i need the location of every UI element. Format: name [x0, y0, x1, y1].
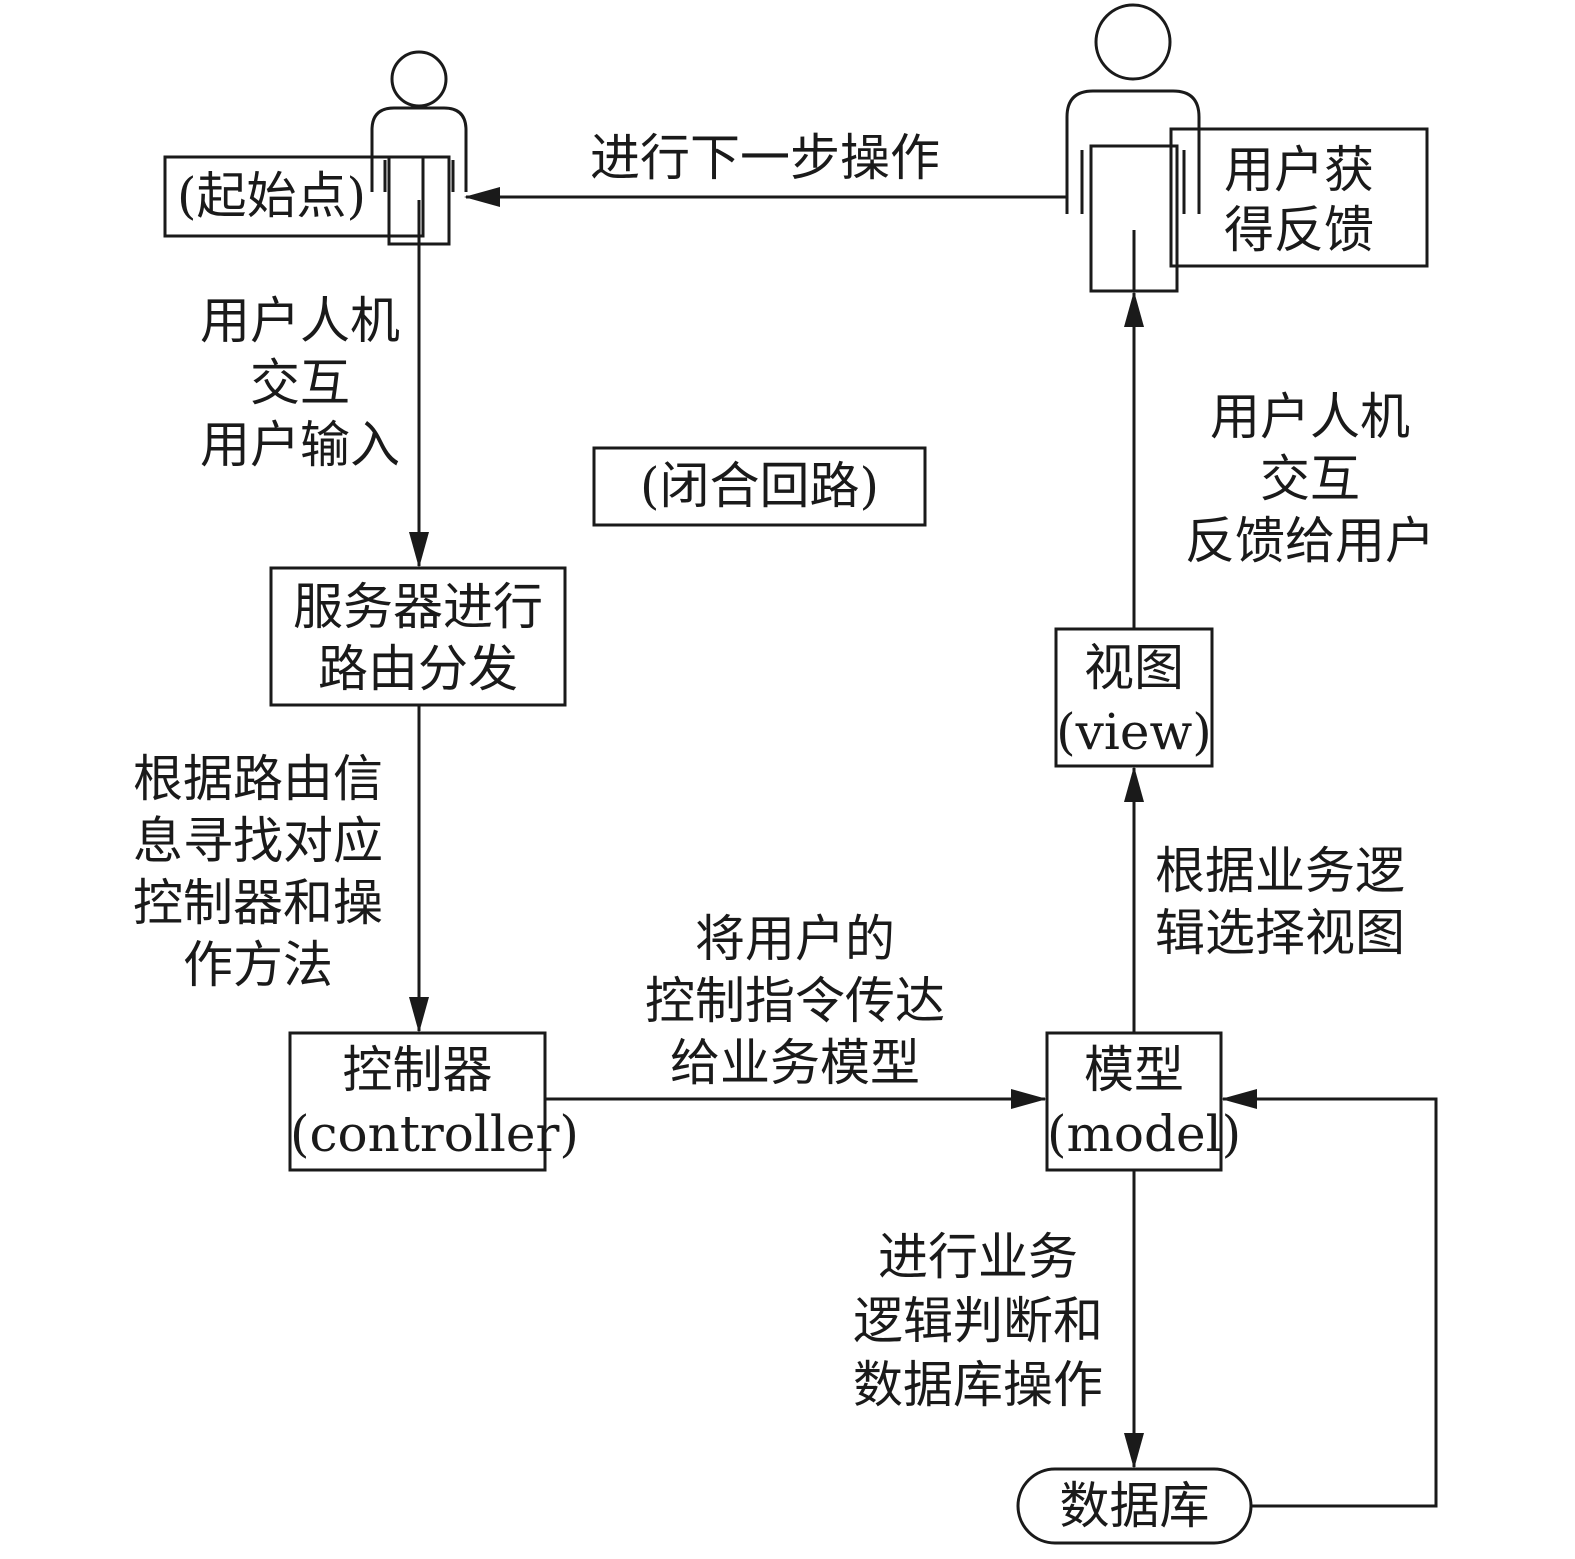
router-label: 服务器进行 路由分发: [293, 578, 543, 698]
feedback-to-user-label: 用户人机 交互 反馈给用户: [1185, 388, 1435, 570]
next-step-label: 进行下一步操作: [590, 129, 940, 187]
start-point-label: (起始点): [176, 167, 366, 225]
feedback-label: 用户获 得反馈: [1224, 141, 1374, 259]
closed-loop-box: [592, 446, 927, 527]
select-view-label: 根据业务逻 辑选择视图: [1155, 842, 1405, 962]
database-label: 数据库: [1059, 1477, 1210, 1535]
view-label: 视图 (view): [1056, 639, 1212, 761]
controller-box: [288, 1031, 547, 1172]
start-box: [163, 155, 425, 238]
model-label: 模型 (model): [1047, 1041, 1242, 1163]
controller-label: 控制器 (controller): [290, 1041, 579, 1163]
start-person-icon: [370, 50, 468, 246]
arrow-database-to-model: [1221, 1089, 1438, 1508]
closed-loop-label: (闭合回路): [639, 457, 879, 515]
feedback-box: [1169, 127, 1429, 268]
route-lookup-label: 根据路由信 息寻找对应 控制器和操 作方法: [133, 750, 383, 994]
user-input-label: 用户人机 交互 用户输入: [200, 292, 400, 474]
pass-command-label: 将用户的 控制指令传达 给业务模型: [645, 910, 945, 1092]
db-ops-label: 进行业务 逻辑判断和 数据库操作: [853, 1228, 1103, 1414]
